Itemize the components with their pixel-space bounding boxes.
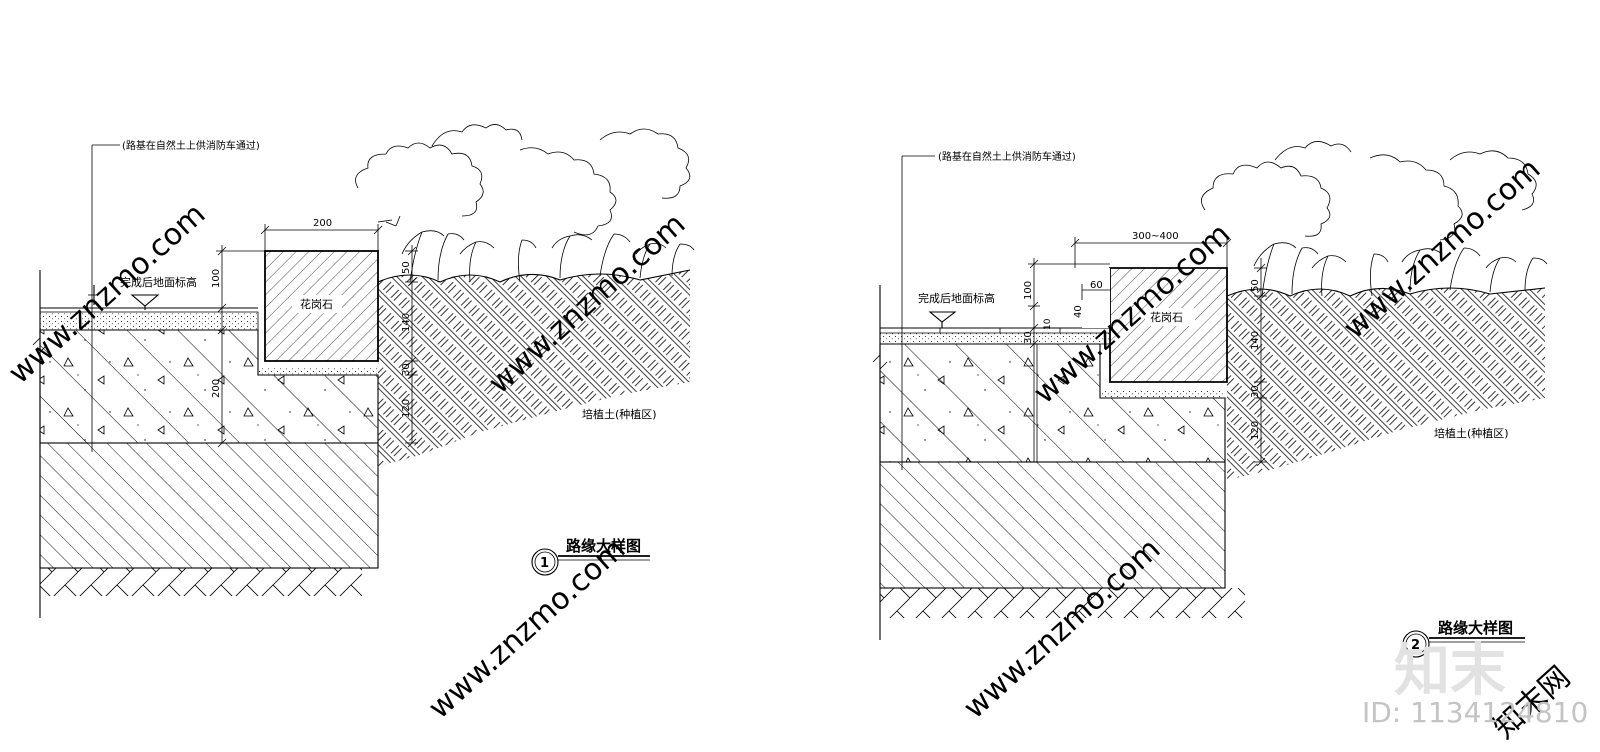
detail-2-finish-level-label: 完成后地面标高 [918, 291, 995, 305]
detail-1-dim-right-1: 50 [401, 261, 412, 274]
detail-2-top-dim [1070, 237, 1232, 268]
detail-1-dim-left-upper: 100 [211, 269, 222, 288]
detail-1-dim-right-4: 120 [401, 399, 412, 418]
detail-2: (路基在自然土上供消防车通过) 完成后地面标高 花岗石 培植土(种植区) 300… [872, 141, 1548, 658]
watermark-brand-mark: 知末 [1394, 639, 1506, 704]
detail-2-left-dims [1028, 258, 1110, 462]
watermark-id: ID: 1134124810 [1362, 696, 1588, 729]
detail-1-dim-right-2: 140 [401, 313, 412, 332]
watermark-site: www.znzmo.com [422, 532, 632, 726]
detail-1-dim-right-3: 30 [401, 363, 412, 376]
detail-2-dim-left-mini: 10 [1043, 318, 1053, 330]
detail-2-title-number: 2 [1411, 638, 1420, 653]
detail-2-right-dims [1254, 258, 1267, 467]
detail-1: (路基在自然土上供消防车通过) 完成后地面标高 花岗石 培植土(种植区) 200… [32, 124, 695, 618]
detail-1-left-dims [216, 245, 265, 448]
detail-1-finish-level-label: 完成后地面标高 [120, 275, 197, 289]
detail-1-shrub-drawing [355, 124, 695, 283]
detail-2-dim-top-width: 300~400 [1132, 231, 1179, 242]
detail-2-callout-note: (路基在自然土上供消防车通过) [938, 150, 1076, 163]
detail-2-title-text: 路缘大样图 [1438, 619, 1513, 637]
detail-2-dim-left-upper: 100 [1023, 281, 1034, 300]
detail-2-planting-soil [1226, 287, 1546, 480]
detail-1-dim-left-lower: 200 [211, 379, 222, 398]
detail-2-dim-left-small: 40 [1073, 305, 1084, 318]
detail-2-shrub-drawing [1201, 141, 1548, 297]
detail-2-soil-label: 培植土(种植区) [1434, 426, 1509, 440]
detail-1-right-dims [405, 245, 418, 448]
detail-1-curb-label: 花岗石 [300, 298, 333, 311]
detail-2-dim-left-lower: 30 [1023, 331, 1034, 344]
detail-1-curb-stone [264, 250, 379, 362]
detail-2-level-marker [928, 311, 957, 328]
detail-1-dim-top-width: 200 [313, 218, 332, 229]
detail-2-subgrade [879, 461, 1226, 589]
detail-1-title-block: 1 路缘大样图 [531, 537, 650, 576]
detail-2-title-block: 2 路缘大样图 [1402, 619, 1525, 658]
detail-2-break-mark [872, 354, 888, 370]
detail-2-dim-right-3: 30 [1250, 385, 1261, 398]
detail-2-dim-right-2: 140 [1250, 331, 1261, 350]
detail-1-level-marker [130, 294, 160, 310]
detail-1-title-number: 1 [540, 556, 549, 571]
detail-2-dim-step: 60 [1090, 280, 1103, 291]
detail-1-title-text: 路缘大样图 [566, 537, 641, 555]
detail-1-break-mark [32, 337, 48, 353]
detail-2-curb-label: 花岗石 [1150, 311, 1183, 324]
detail-2-bedding [879, 327, 1225, 462]
detail-2-dim-right-4: 120 [1250, 421, 1261, 440]
detail-2-curb-stone [1082, 267, 1228, 383]
detail-1-top-dim [260, 224, 383, 251]
detail-1-callout-note: (路基在自然土上供消防车通过) [122, 139, 260, 152]
detail-2-dim-right-1: 50 [1250, 279, 1261, 292]
detail-2-subgrade-base [880, 588, 1245, 618]
detail-1-subgrade-base [40, 568, 362, 596]
detail-1-soil-label: 培植土(种植区) [582, 407, 657, 421]
detail-1-planting-soil [377, 269, 691, 466]
detail-1-subgrade [39, 442, 379, 569]
